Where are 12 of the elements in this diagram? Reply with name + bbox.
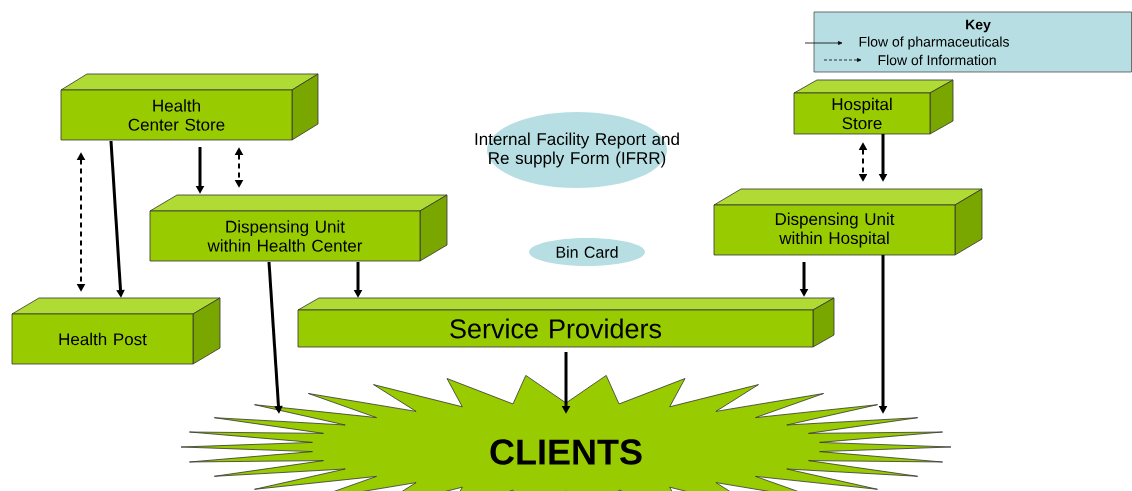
box-3d: Health Post (11, 297, 221, 365)
box-3d: Dispensing Unit within Hospital (713, 188, 983, 256)
box-3d: Hospital Store (793, 79, 954, 135)
legend-entry: Flow of Information (823, 54, 996, 66)
ellipse-label: Internal Facility Report and Re supply Form (IFRR) (475, 112, 679, 188)
legend-title: Key (966, 19, 991, 33)
ellipse-label: Bin Card (529, 238, 645, 266)
box-3d: Service Providers (297, 297, 835, 348)
box-3d: Health Center Store (60, 73, 319, 141)
legend-entry: Flow of pharmaceuticals (804, 36, 1009, 50)
starburst: CLIENTS (180, 375, 952, 491)
box-3d: Dispensing Unit within Health Center (149, 194, 448, 262)
